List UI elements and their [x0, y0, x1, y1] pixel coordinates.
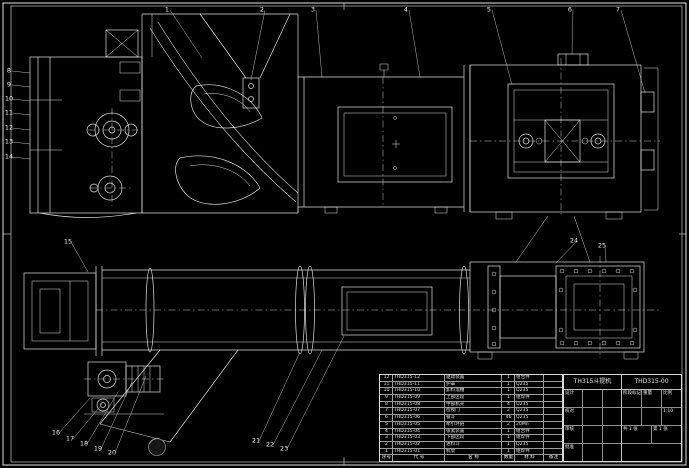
callout-number-2: 2 — [260, 6, 264, 14]
scale-value: 1:10 — [663, 409, 674, 414]
weight-label: 重量 — [642, 390, 662, 407]
leader-line-24 — [555, 240, 578, 264]
callout-number-17: 17 — [66, 435, 74, 443]
leader-line-4 — [408, 9, 421, 78]
leader-line-20 — [114, 375, 147, 454]
callout-number-20: 20 — [108, 449, 116, 457]
sign-label: 设计 — [564, 390, 584, 407]
leader-line-13 — [11, 141, 31, 145]
leader-line-18 — [86, 391, 119, 445]
callout-number-14: 14 — [5, 153, 13, 161]
sign-label: 校对 — [564, 408, 584, 425]
callout-number-15: 15 — [64, 238, 72, 246]
signature-grid: 设计 校对 审核 批准 — [564, 390, 622, 461]
leader-line-3 — [315, 9, 323, 78]
title-block: TH315斗提机 THD315-00 设计 校对 审核 — [563, 374, 682, 462]
callout-number-13: 13 — [5, 138, 13, 146]
leader-line-16 — [58, 397, 91, 434]
callout-number-21: 21 — [252, 437, 260, 445]
leader-line-19 — [100, 381, 133, 450]
leader-line-1 — [169, 9, 203, 59]
callout-number-24: 24 — [570, 237, 578, 245]
leader-line-21 — [258, 351, 301, 442]
date-field — [603, 390, 621, 407]
bom-header-row: 序号代 号名 称数量材 料备注 — [381, 455, 559, 461]
weight-value — [642, 408, 662, 425]
callout-number-7: 7 — [616, 6, 620, 14]
leader-line-11 — [11, 112, 31, 116]
leader-line-12 — [11, 127, 31, 131]
leader-line-10 — [11, 98, 31, 102]
leader-line-22 — [272, 349, 323, 446]
drawing-title: TH315斗提机 — [564, 375, 622, 389]
leader-line-9 — [11, 84, 31, 88]
sign-field — [583, 444, 603, 461]
sign-field — [583, 390, 603, 407]
callout-number-3: 3 — [311, 6, 315, 14]
leader-line-2 — [250, 9, 266, 81]
company-field — [622, 444, 681, 461]
callout-number-4: 4 — [404, 6, 408, 14]
leader-line-5 — [491, 9, 513, 86]
leader-line-7 — [620, 9, 646, 94]
callout-number-5: 5 — [487, 6, 491, 14]
leader-line-23 — [286, 335, 345, 450]
callout-number-6: 6 — [568, 6, 572, 14]
callout-number-18: 18 — [80, 440, 88, 448]
sign-label: 批准 — [564, 444, 584, 461]
callout-number-8: 8 — [7, 67, 11, 75]
callout-number-19: 19 — [94, 445, 102, 453]
callout-number-22: 22 — [266, 441, 274, 449]
callout-number-23: 23 — [280, 445, 288, 453]
date-field — [603, 408, 621, 425]
callout-number-25: 25 — [598, 242, 606, 250]
stamp-blot — [148, 438, 166, 456]
date-field — [603, 426, 621, 443]
page-number: 第 1 张 — [653, 427, 668, 432]
leader-line-8 — [11, 70, 31, 74]
callout-number-9: 9 — [7, 81, 11, 89]
callout-number-11: 11 — [5, 109, 13, 117]
scale-label: 比例 — [663, 391, 672, 396]
sign-field — [583, 426, 603, 443]
drawing-info-grid: 阶段标记 重量 比例 1:10 共 1 张 第 1 张 — [622, 390, 681, 461]
stage-label: 阶段标记 — [622, 390, 642, 407]
callout-number-1: 1 — [165, 6, 169, 14]
callout-number-12: 12 — [5, 124, 13, 132]
callout-number-10: 10 — [5, 95, 13, 103]
leader-line-14 — [11, 156, 31, 160]
sheet-count: 共 1 张 — [622, 426, 652, 443]
sign-field — [583, 408, 603, 425]
date-field — [603, 444, 621, 461]
leader-line-25 — [604, 245, 607, 263]
stage-value — [622, 408, 642, 425]
drawing-number: THD315-00 — [634, 378, 669, 385]
sign-label: 审核 — [564, 426, 584, 443]
elevation-view — [29, 13, 660, 263]
leader-line-17 — [72, 403, 103, 440]
leader-line-15 — [70, 241, 89, 273]
callout-number-16: 16 — [52, 429, 60, 437]
leader-line-6 — [571, 9, 574, 55]
